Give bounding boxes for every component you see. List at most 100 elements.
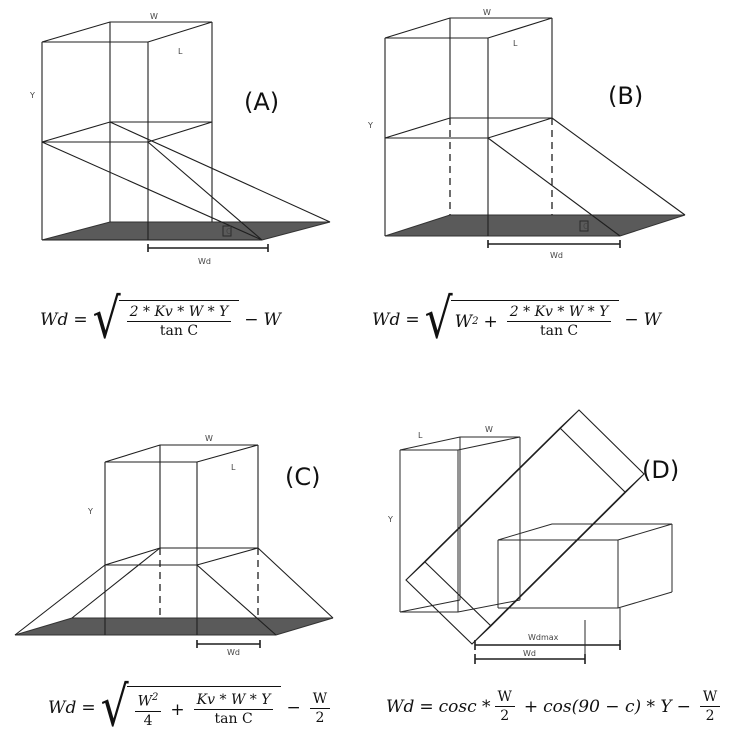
panel-d-diagram: W L Y Wdmax Wd (D) xyxy=(387,409,679,664)
eq-a-equals: = xyxy=(73,310,88,330)
eq-c-lhs: Wd xyxy=(48,698,77,718)
panel-a-equation: Wd = √ 2 * Kv * W * Y tan C − W xyxy=(40,292,281,347)
panel-d-wd-arrow xyxy=(474,654,586,664)
panel-c-y-label: Y xyxy=(87,507,93,516)
panel-c-hidden-edges xyxy=(159,548,259,618)
panel-b-subsidence-slope xyxy=(487,117,686,237)
eq-b-fraction: 2 * Kv * W * Y tan C xyxy=(506,303,612,340)
panel-b-l-label: L xyxy=(513,39,518,48)
eq-c-fraction-3: W 2 xyxy=(309,690,331,727)
panel-b-wd-arrow xyxy=(487,240,621,248)
panel-a-angle-box xyxy=(222,225,232,237)
eq-c-minus: − xyxy=(286,698,301,718)
eq-b-lhs: Wd xyxy=(372,310,401,330)
eq-c-f1exp: 2 xyxy=(152,692,159,704)
panel-b-w-label: W xyxy=(483,8,491,17)
eq-d-f1num: W xyxy=(494,688,515,707)
eq-a-lhs: Wd xyxy=(40,310,69,330)
panel-c-floor xyxy=(14,617,334,636)
eq-c-fraction-2: Kv * W * Y tan C xyxy=(193,691,274,728)
eq-b-exp: 2 xyxy=(472,316,479,327)
eq-b-num: 2 * Kv * W * Y xyxy=(506,303,612,322)
panel-a-y-label: Y xyxy=(29,91,35,100)
eq-b-tail: W xyxy=(643,310,662,330)
eq-d-f2den: 2 xyxy=(705,708,715,724)
panel-d-equation: Wd = cosc * W 2 + cos(90 − c) * Y − W 2 xyxy=(386,688,724,725)
panel-c-box xyxy=(104,444,259,635)
panel-d-wd-label: Wd xyxy=(523,649,536,658)
panel-a-l-label: L xyxy=(178,47,183,56)
eq-c-den: tan C xyxy=(214,711,253,727)
panel-b-box xyxy=(384,17,553,236)
eq-d-fraction-1: W 2 xyxy=(494,688,515,725)
panel-a-wd-label: Wd xyxy=(198,257,211,266)
eq-b-plus: + xyxy=(483,311,498,332)
eq-a-den: tan C xyxy=(159,323,199,339)
eq-c-f3num: W xyxy=(309,690,331,709)
eq-a-num: 2 * Kv * W * Y xyxy=(126,303,232,322)
panel-b-y-label: Y xyxy=(367,121,373,130)
eq-c-plus: + xyxy=(170,699,185,720)
eq-b-minus: − xyxy=(624,310,639,330)
panel-d-horizontal-box xyxy=(497,523,673,609)
eq-c-fraction-1: W2 4 xyxy=(134,689,162,730)
panel-b-c-label: C xyxy=(583,222,589,231)
eq-c-f3den: 2 xyxy=(315,709,325,726)
eq-d-t1: cosc * xyxy=(438,696,491,717)
panel-d-dimension-guides xyxy=(584,608,621,654)
panel-c-equation: Wd = √ W2 4 + Kv * W * Y tan C − W 2 xyxy=(48,680,334,735)
panel-d-title: (D) xyxy=(642,456,679,484)
panel-c-wd-arrow xyxy=(196,640,261,648)
eq-d-f1den: 2 xyxy=(500,708,510,724)
panel-a-wd-arrow xyxy=(147,244,269,252)
panel-d-l-label: L xyxy=(418,431,423,440)
panel-d-w-label: W xyxy=(485,425,493,434)
panel-a-subsidence-slope xyxy=(41,121,331,241)
eq-c-f1num: W xyxy=(137,693,153,710)
panel-c-wd-label: Wd xyxy=(227,648,240,657)
eq-c-equals: = xyxy=(81,698,96,718)
eq-d-plus: + xyxy=(523,696,539,717)
panel-b-wd-label: Wd xyxy=(550,251,563,260)
panel-d-vertical-box xyxy=(399,436,521,613)
panel-d-tilted-box xyxy=(405,409,645,645)
panel-b-diagram: W L Y C Wd (B) xyxy=(367,8,686,260)
panel-a-title: (A) xyxy=(244,88,279,116)
panel-d-wdmax-label: Wdmax xyxy=(528,633,559,642)
eq-c-sqrt: √ W2 4 + Kv * W * Y tan C xyxy=(101,680,282,735)
eq-b-equals: = xyxy=(405,310,420,330)
panel-c-diagram: W L Y Wd (C) xyxy=(14,434,334,657)
eq-c-f1den: 4 xyxy=(143,712,153,729)
panel-a-c-label: C xyxy=(226,227,232,236)
panel-a-diagram: W L Y C Wd (A) xyxy=(29,12,331,266)
panel-c-title: (C) xyxy=(285,463,320,491)
panel-a-box xyxy=(41,21,262,241)
eq-a-minus: − xyxy=(244,310,259,330)
panel-c-l-label: L xyxy=(231,463,236,472)
panel-d-wdmax-arrow xyxy=(474,640,621,650)
panel-d-y-label: Y xyxy=(387,515,393,524)
panel-a-floor xyxy=(41,221,331,241)
eq-d-lhs: Wd xyxy=(386,696,415,717)
eq-b-den: tan C xyxy=(539,323,579,339)
eq-a-sqrt: √ 2 * Kv * W * Y tan C xyxy=(93,292,240,347)
eq-d-minus: − xyxy=(676,696,691,717)
eq-a-fraction: 2 * Kv * W * Y tan C xyxy=(126,303,232,340)
panel-b-angle-box xyxy=(579,220,589,232)
panel-b-title: (B) xyxy=(608,82,643,110)
panel-c-w-label: W xyxy=(205,434,213,443)
eq-c-num: Kv * W * Y xyxy=(193,691,274,710)
panel-b-hidden-edges xyxy=(449,118,553,215)
panel-c-subsidence-slopes xyxy=(14,547,334,636)
eq-d-t2: cos(90 − c) * Y xyxy=(543,696,672,717)
eq-d-f2num: W xyxy=(699,688,721,707)
panel-b-floor xyxy=(384,214,686,237)
eq-d-equals: = xyxy=(419,696,434,717)
eq-b-first: W xyxy=(454,311,473,332)
eq-a-tail: W xyxy=(263,310,281,330)
eq-d-fraction-2: W 2 xyxy=(699,688,721,725)
panel-a-w-label: W xyxy=(150,12,158,21)
